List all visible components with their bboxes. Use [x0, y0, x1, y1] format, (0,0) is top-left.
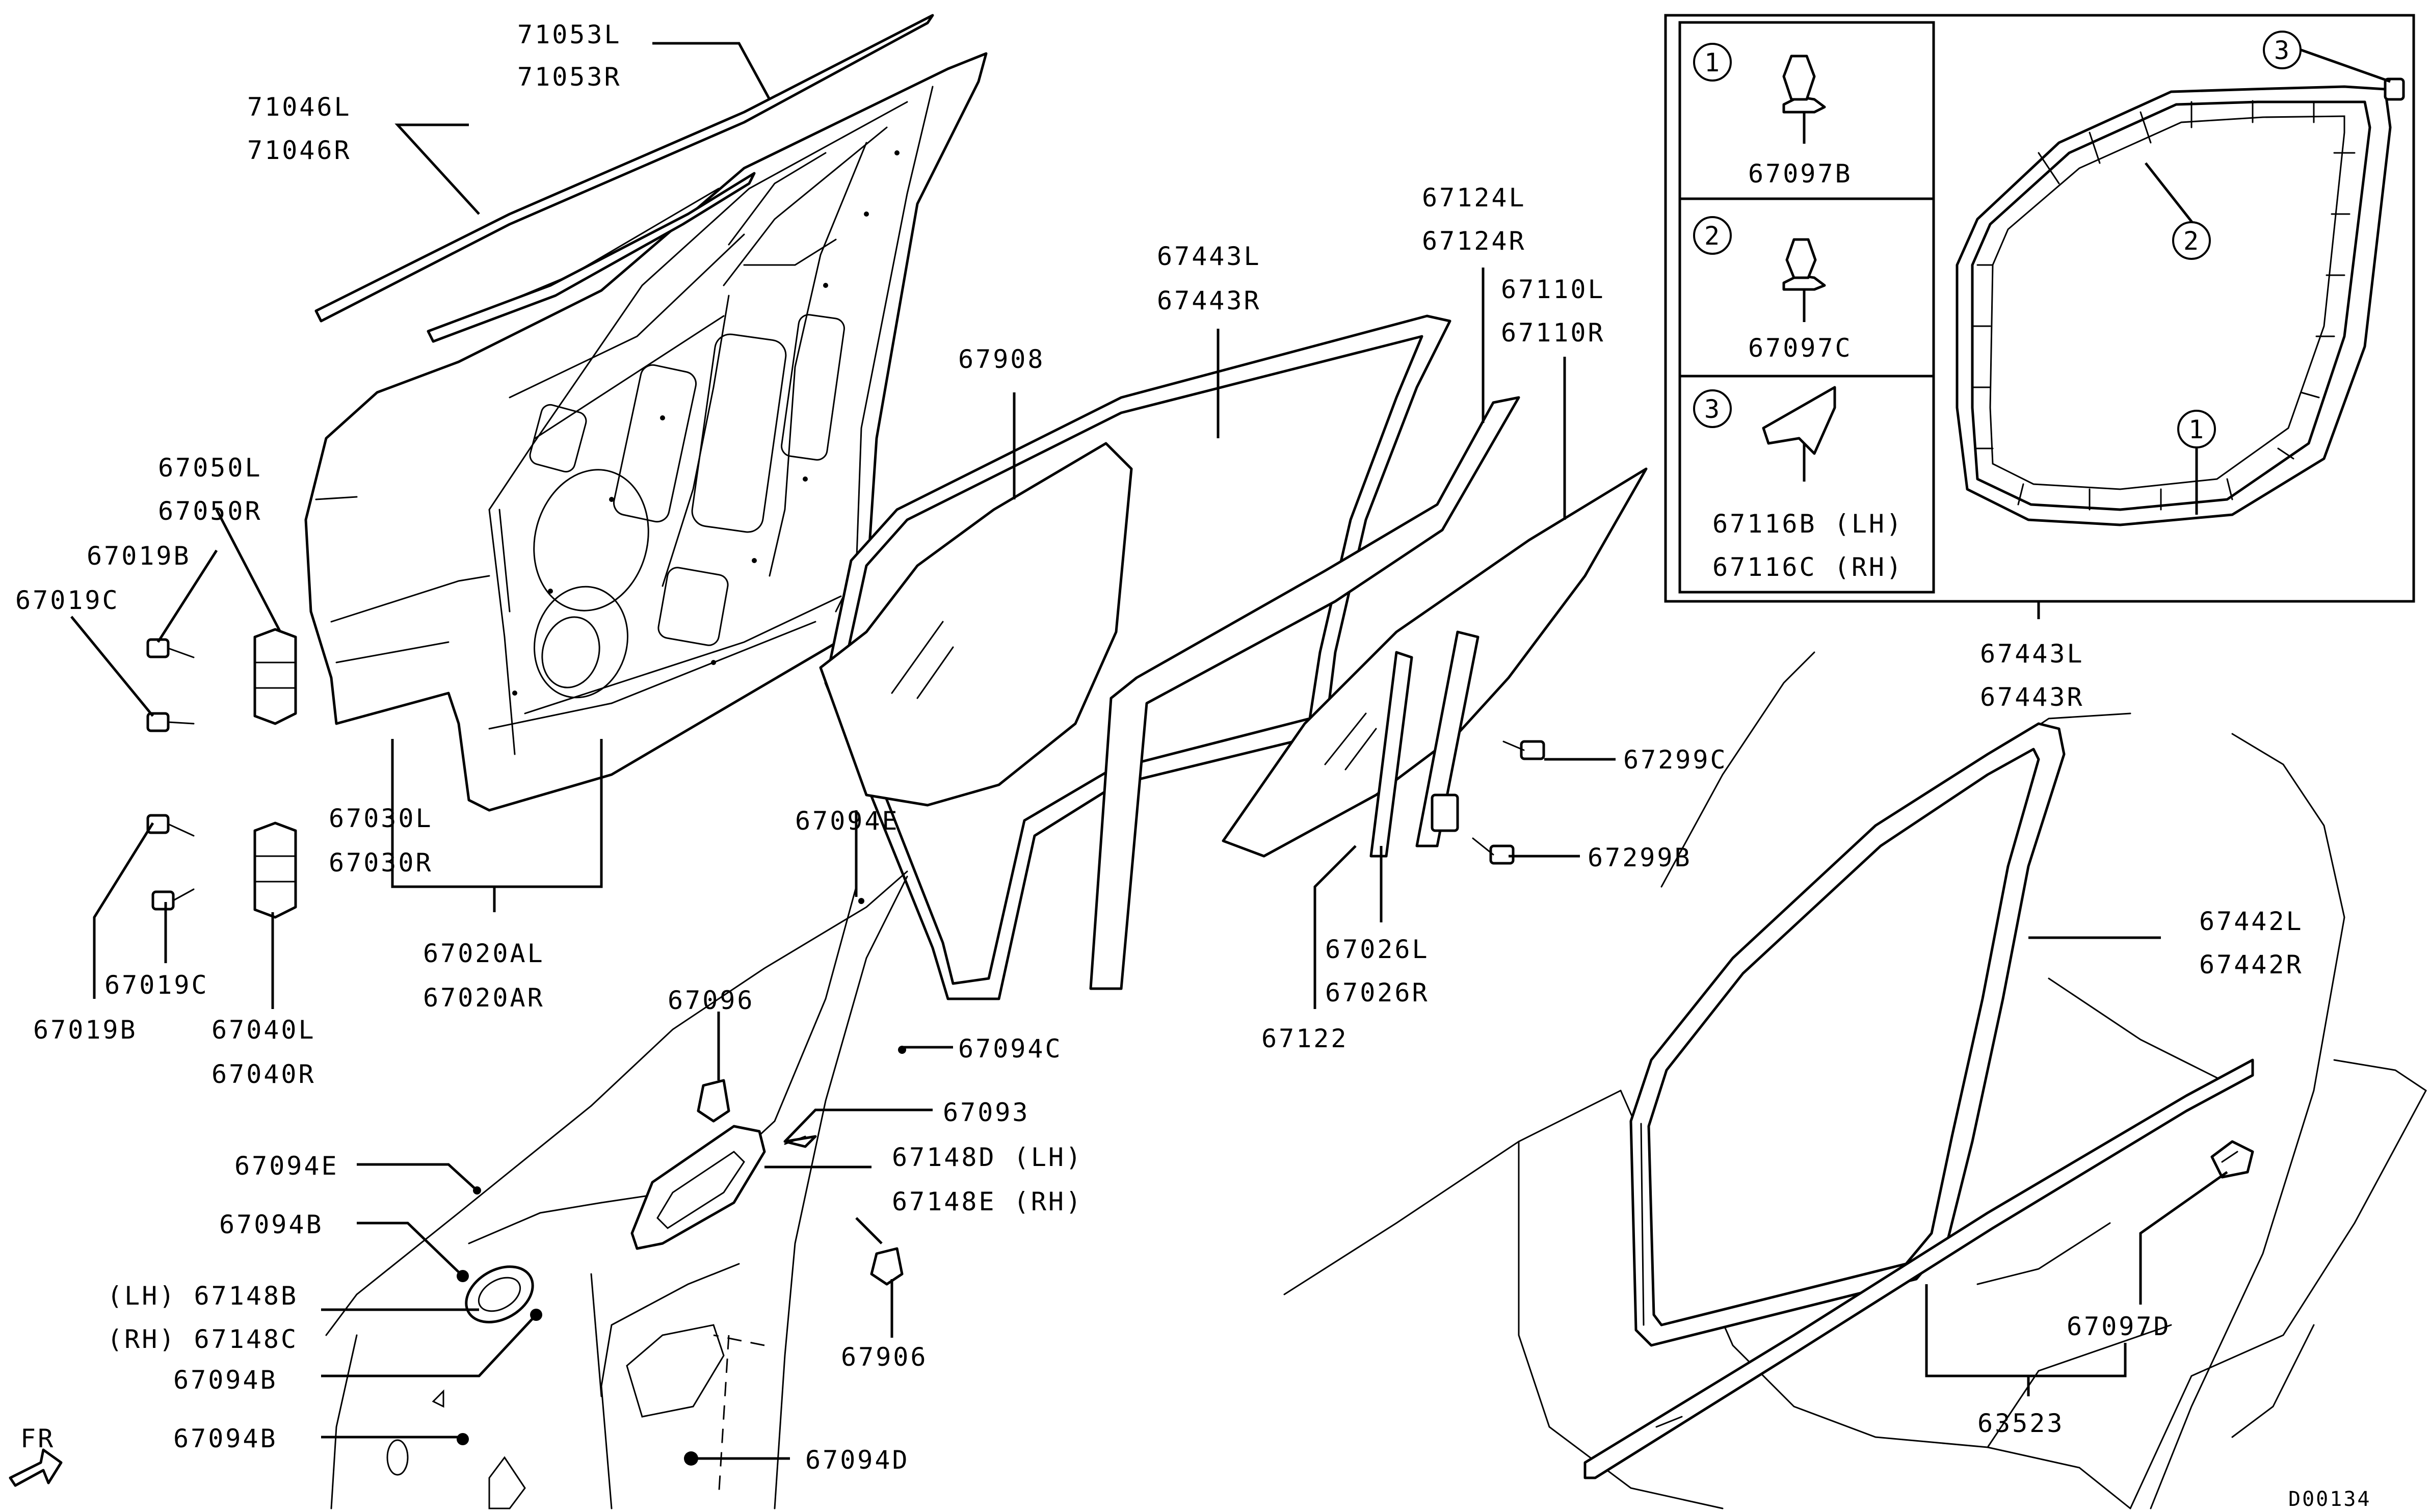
label-67030-l: 67030L — [329, 804, 433, 833]
label-67110-r: 67110R — [1501, 318, 1605, 348]
direction-marker-fr: FR — [20, 1424, 55, 1453]
label-67122: 67122 — [1261, 1024, 1349, 1053]
label-67026-l: 67026L — [1325, 935, 1430, 964]
label-67093: 67093 — [943, 1098, 1030, 1127]
label-67097d: 67097D — [2067, 1312, 2171, 1341]
door-glass — [819, 442, 1133, 807]
inset-part-67116b: 67116B (LH) — [1712, 509, 1904, 539]
label-67148e: 67148E (RH) — [892, 1187, 1083, 1216]
window-bolts — [1472, 740, 1545, 865]
inset-marker-2: 2 — [1704, 221, 1722, 251]
seal-marker-2: 2 — [2183, 226, 2201, 256]
scuff-plate — [1583, 1058, 2254, 1479]
label-67443-seal-l: 67443L — [1980, 639, 2084, 669]
label-67094e-mid: 67094E — [234, 1151, 339, 1181]
label-67094b-1: 67094B — [219, 1210, 324, 1239]
label-67040-r: 67040R — [212, 1059, 316, 1089]
label-67124-r: 67124R — [1422, 226, 1526, 256]
label-67908: 67908 — [958, 344, 1045, 374]
front-door-glass — [1222, 467, 1648, 858]
label-67040-l: 67040L — [212, 1015, 316, 1045]
label-67094b-3: 67094B — [173, 1424, 278, 1453]
label-67050-l: 67050L — [158, 453, 262, 483]
label-67019b-top: 67019B — [87, 541, 191, 571]
label-67094e-top: 67094E — [795, 806, 900, 836]
inside-lock-escutcheon — [465, 1265, 534, 1323]
lower-hinge — [253, 821, 297, 919]
label-67443-seal-r: 67443R — [1980, 682, 2084, 712]
part-labels: 71053L 71053R 71046L 71046R 67050L 67050… — [15, 20, 2371, 1511]
label-67442-l: 67442L — [2199, 907, 2304, 936]
inside-handle-escutcheon — [630, 1125, 766, 1250]
label-67030-r: 67030R — [329, 848, 433, 878]
label-67148d: 67148D (LH) — [892, 1143, 1083, 1172]
belt-moulding-71053 — [314, 14, 934, 323]
label-67019c-top: 67019C — [15, 586, 120, 615]
label-67050-r: 67050R — [158, 496, 262, 526]
inset-part-67097b: 67097B — [1748, 159, 1853, 189]
label-67094d: 67094D — [805, 1445, 910, 1475]
label-67906: 67906 — [841, 1342, 928, 1372]
rear-lower-sash — [1369, 630, 1480, 858]
fastener-inset — [1664, 14, 2415, 603]
inset-marker-1: 1 — [1704, 48, 1722, 77]
division-bar-channel — [1089, 396, 1520, 990]
label-67110-l: 67110L — [1501, 275, 1605, 304]
label-63523: 63523 — [1977, 1409, 2065, 1438]
label-67020a-r: 67020AR — [423, 983, 545, 1013]
label-67019c-bot: 67019C — [104, 970, 209, 1000]
label-67443-glass-l: 67443L — [1157, 242, 1261, 271]
label-67148c: (RH) 67148C — [107, 1324, 298, 1354]
inset-labels: 1 67097B 2 67097C 3 67116B (LH) 67116C (… — [1693, 31, 2302, 582]
label-71053-r: 71053R — [517, 62, 622, 92]
seal-marker-1: 1 — [2188, 415, 2206, 444]
glass-run-channel — [824, 314, 1451, 1000]
label-67096: 67096 — [668, 986, 755, 1015]
label-67094b-2: 67094B — [173, 1365, 278, 1395]
door-trim-outline — [325, 870, 908, 1509]
label-67026-r: 67026R — [1325, 978, 1430, 1007]
label-67019b-bot: 67019B — [33, 1015, 138, 1045]
label-71046-r: 71046R — [247, 136, 352, 165]
drawing-code: D00134 — [2288, 1488, 2371, 1511]
inset-marker-3: 3 — [1704, 394, 1722, 424]
label-67299c: 67299C — [1623, 745, 1728, 775]
scuff-clip — [2210, 1140, 2254, 1179]
body-opening-outline — [1283, 651, 2427, 1509]
label-67124-l: 67124L — [1422, 183, 1526, 213]
label-67299b: 67299B — [1588, 843, 1692, 872]
label-67020a-l: 67020AL — [423, 939, 545, 968]
label-67148b: (LH) 67148B — [107, 1281, 298, 1311]
trim-clips — [697, 1046, 906, 1286]
hinge-bolts — [146, 638, 195, 911]
inset-part-67116c: 67116C (RH) — [1712, 552, 1904, 582]
seal-marker-3: 3 — [2274, 36, 2291, 65]
opening-weatherstrip — [1629, 722, 2066, 1347]
door-shell — [304, 52, 988, 812]
inset-part-67097c: 67097C — [1748, 333, 1853, 363]
label-67443-glass-r: 67443R — [1157, 286, 1261, 315]
label-71053-l: 71053L — [517, 20, 622, 49]
belt-moulding-71046 — [427, 172, 756, 343]
upper-hinge — [253, 628, 297, 725]
label-67094c: 67094C — [958, 1034, 1063, 1064]
label-71046-l: 71046L — [247, 92, 352, 122]
label-67442-r: 67442R — [2199, 950, 2304, 979]
leader-lines — [9, 42, 2228, 1487]
